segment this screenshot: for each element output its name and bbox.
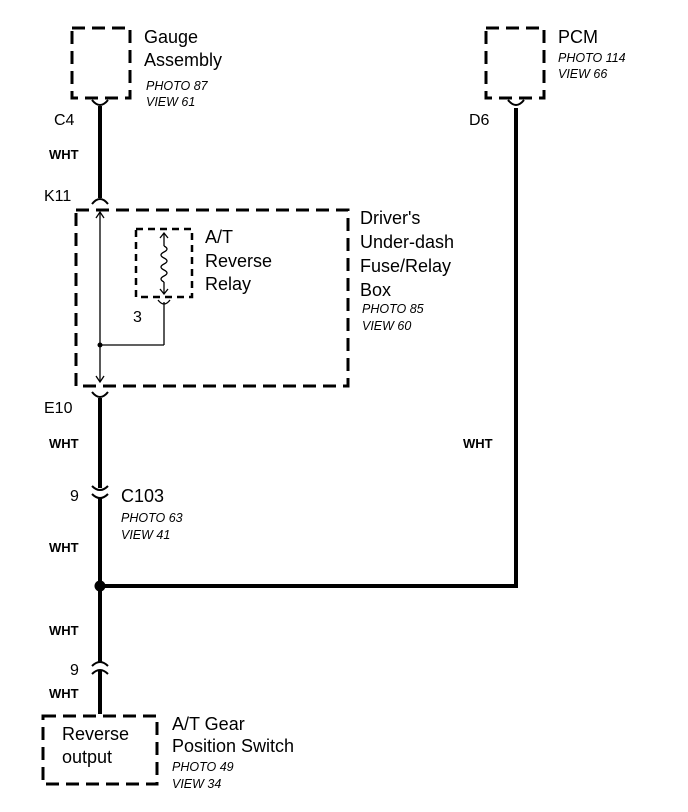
- fuse-box-name-line3: Fuse/Relay: [360, 256, 451, 276]
- pcm-view: VIEW 66: [558, 67, 607, 81]
- pcm-name: PCM: [558, 27, 598, 47]
- fuse-box-name-line2: Under-dash: [360, 232, 454, 252]
- switch-inner-line2: output: [62, 747, 112, 767]
- relay-pin: 3: [133, 309, 142, 326]
- switch-connector-symbol: [91, 661, 109, 675]
- switch-inner-line1: Reverse: [62, 724, 129, 744]
- gauge-photo: PHOTO 87: [146, 79, 209, 93]
- pcm-photo: PHOTO 114: [558, 51, 626, 65]
- switch-name-line2: Position Switch: [172, 736, 294, 756]
- wire-color-1: WHT: [49, 147, 79, 162]
- d6-terminal: [507, 99, 525, 106]
- k11-terminal: [91, 198, 109, 205]
- fuse-relay-box: [74, 208, 350, 388]
- c103-connector-symbol: [91, 485, 109, 499]
- c103-name: C103: [121, 486, 164, 506]
- fuse-box-view: VIEW 60: [362, 319, 411, 333]
- gauge-view: VIEW 61: [146, 95, 195, 109]
- wire-color-2: WHT: [49, 436, 79, 451]
- pcm-box: [484, 26, 546, 100]
- c103-pin: 9: [70, 488, 79, 505]
- relay-coil-arrow-bottom: [159, 288, 169, 296]
- switch-box: [41, 714, 159, 786]
- fuse-box-photo: PHOTO 85: [362, 302, 424, 316]
- wire-color-4: WHT: [49, 623, 79, 638]
- gauge-assembly-box: [70, 26, 132, 100]
- switch-view: VIEW 34: [172, 777, 221, 791]
- c103-photo: PHOTO 63: [121, 511, 183, 525]
- relay-name-line2: Reverse: [205, 251, 272, 271]
- internal-splice: [97, 342, 103, 348]
- internal-bus-arrows: [95, 210, 105, 384]
- relay-name-line3: Relay: [205, 274, 251, 294]
- relay-coil-icon: [160, 245, 168, 283]
- fuse-box-name-line1: Driver's: [360, 208, 420, 228]
- relay-box: [134, 227, 194, 299]
- c4-terminal: [91, 99, 109, 106]
- gauge-name-line2: Assembly: [144, 50, 222, 70]
- relay-name-line1: A/T: [205, 227, 233, 247]
- e10-terminal: [91, 391, 109, 398]
- fuse-box-name-line4: Box: [360, 280, 391, 300]
- wire-color-5: WHT: [49, 686, 79, 701]
- relay-terminal: [157, 299, 171, 305]
- connector-e10: E10: [44, 400, 73, 417]
- c103-view: VIEW 41: [121, 528, 170, 542]
- switch-name-line1: A/T Gear: [172, 714, 245, 734]
- splice-point: [94, 580, 106, 592]
- relay-coil-arrow-top: [159, 231, 169, 239]
- connector-c4: C4: [54, 112, 75, 129]
- switch-photo: PHOTO 49: [172, 760, 234, 774]
- gauge-name-line1: Gauge: [144, 27, 198, 47]
- wire-color-3: WHT: [49, 540, 79, 555]
- wire-color-6: WHT: [463, 436, 493, 451]
- connector-d6: D6: [469, 112, 490, 129]
- connector-k11: K11: [44, 188, 71, 205]
- switch-pin: 9: [70, 662, 79, 679]
